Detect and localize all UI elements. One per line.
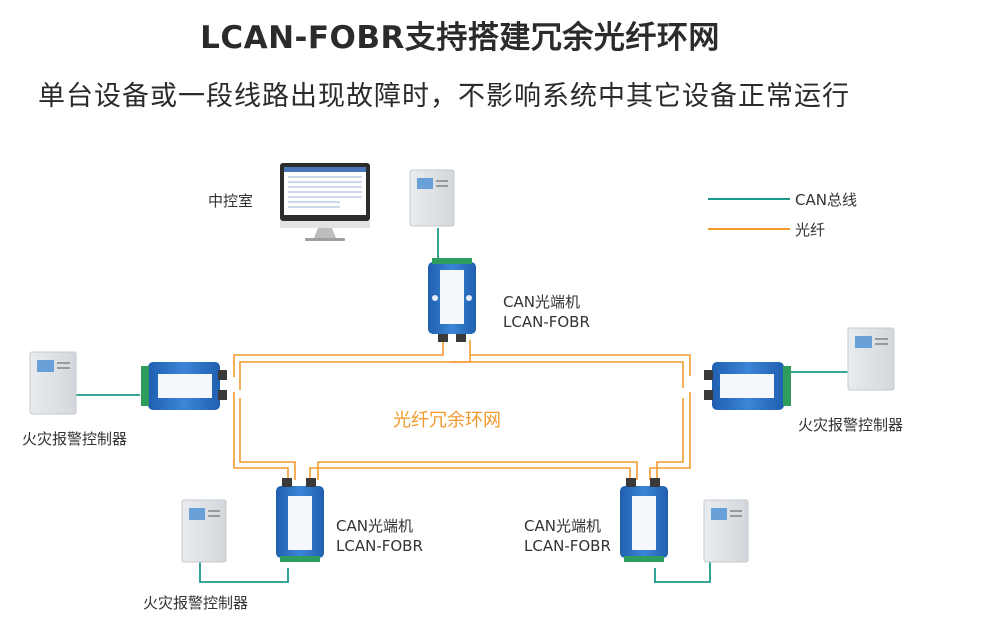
converter-top <box>428 258 476 342</box>
converter-top-label: CAN光端机 LCAN-FOBR <box>503 292 590 332</box>
converter-bottom-right-name: CAN光端机 <box>524 517 601 535</box>
controller-panel-right <box>847 327 895 391</box>
converter-bottom-left <box>276 478 324 562</box>
monitor-icon <box>280 163 370 241</box>
converter-bottom-right-label: CAN光端机 LCAN-FOBR <box>524 516 611 556</box>
controller-panel-bottom-right <box>703 499 749 563</box>
page-title: LCAN-FOBR支持搭建冗余光纤环网 <box>200 20 720 56</box>
control-room-label: 中控室 <box>208 192 254 210</box>
converter-right <box>704 362 791 410</box>
controller-left-label: 火灾报警控制器 <box>22 430 128 448</box>
fiber-ring <box>233 340 691 480</box>
page-subtitle: 单台设备或一段线路出现故障时，不影响系统中其它设备正常运行 <box>38 81 850 112</box>
legend-can-label: CAN总线 <box>795 191 857 209</box>
can-bus-lines <box>75 228 852 583</box>
converter-bottom-right <box>620 478 668 562</box>
controller-bottom-left-label: 火灾报警控制器 <box>143 594 249 612</box>
controller-panel-left <box>29 351 77 415</box>
legend-fiber-label: 光纤 <box>795 221 826 239</box>
converter-top-name: CAN光端机 <box>503 293 580 311</box>
controller-panel-bottom-left <box>181 499 227 563</box>
controller-right-label: 火灾报警控制器 <box>798 416 904 434</box>
controller-panel-top <box>409 169 455 227</box>
converter-bottom-left-label: CAN光端机 LCAN-FOBR <box>336 516 423 556</box>
converter-top-model: LCAN-FOBR <box>503 313 590 331</box>
converter-left <box>141 362 227 410</box>
converter-bottom-left-model: LCAN-FOBR <box>336 537 423 555</box>
ring-label: 光纤冗余环网 <box>393 410 501 431</box>
converter-bottom-left-name: CAN光端机 <box>336 517 413 535</box>
converter-bottom-right-model: LCAN-FOBR <box>524 537 611 555</box>
